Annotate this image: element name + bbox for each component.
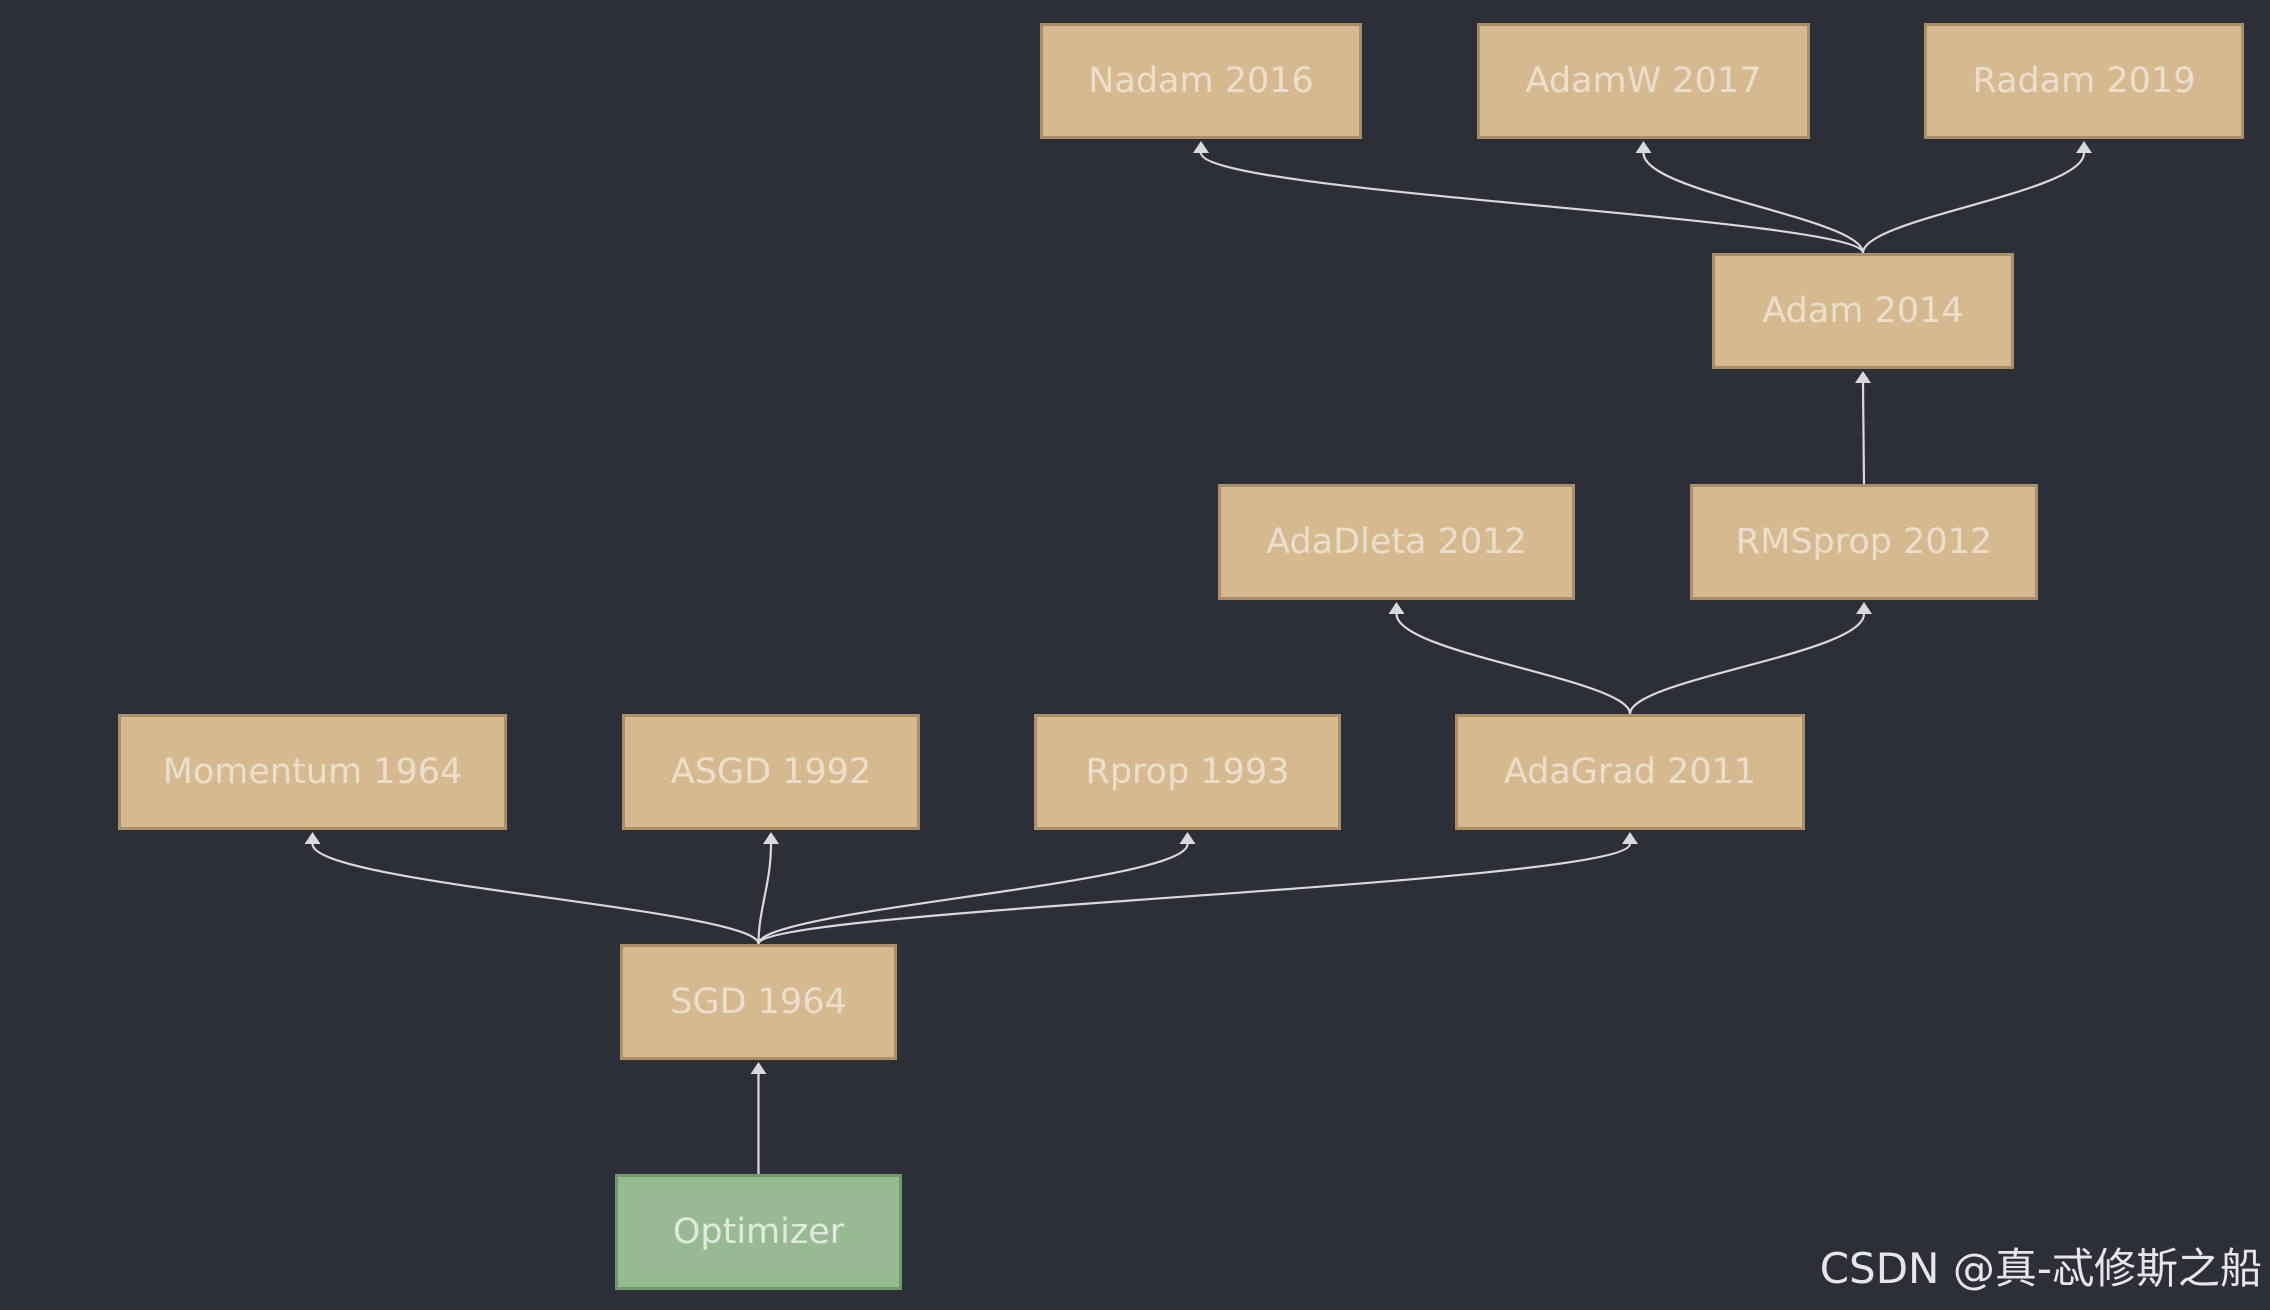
edge-rmsprop-to-adam <box>1861 382 1866 485</box>
node-sgd: SGD 1964 <box>620 944 897 1060</box>
arrowhead-adamw <box>1635 141 1652 153</box>
edge-adam-to-radam <box>1861 152 2086 254</box>
edge-adam-to-nadam <box>1199 152 1865 254</box>
node-nadam: Nadam 2016 <box>1040 23 1362 139</box>
arrowhead-sgd <box>750 1062 767 1074</box>
edge-sgd-to-adagrad <box>757 843 1632 945</box>
arrowhead-rmsprop <box>1856 602 1872 614</box>
arrowhead-adam <box>1855 371 1871 383</box>
edge-adagrad-to-adadelta <box>1395 613 1632 715</box>
arrowhead-adagrad <box>1622 832 1638 844</box>
edge-sgd-to-rprop <box>757 843 1189 945</box>
arrowhead-adadelta <box>1388 602 1405 614</box>
arrowhead-momentum <box>304 832 321 844</box>
edge-sgd-to-asgd <box>757 843 773 945</box>
arrowhead-rprop <box>1179 832 1196 844</box>
node-adadelta: AdaDleta 2012 <box>1218 484 1575 600</box>
node-asgd: ASGD 1992 <box>622 714 920 830</box>
edge-adagrad-to-rmsprop <box>1628 613 1866 715</box>
node-momentum: Momentum 1964 <box>118 714 507 830</box>
arrowhead-radam <box>2076 141 2092 153</box>
arrowhead-nadam <box>1193 141 1209 153</box>
node-radam: Radam 2019 <box>1924 23 2244 139</box>
node-optimizer: Optimizer <box>615 1174 902 1290</box>
edge-adam-to-adamw <box>1642 152 1865 254</box>
edge-sgd-to-momentum <box>311 843 760 945</box>
node-adamw: AdamW 2017 <box>1477 23 1810 139</box>
node-adagrad: AdaGrad 2011 <box>1455 714 1805 830</box>
node-rmsprop: RMSprop 2012 <box>1690 484 2038 600</box>
node-rprop: Rprop 1993 <box>1034 714 1341 830</box>
watermark: CSDN @真-忒修斯之船 <box>1819 1244 2262 1293</box>
node-adam: Adam 2014 <box>1712 253 2014 369</box>
arrowhead-asgd <box>763 832 779 844</box>
